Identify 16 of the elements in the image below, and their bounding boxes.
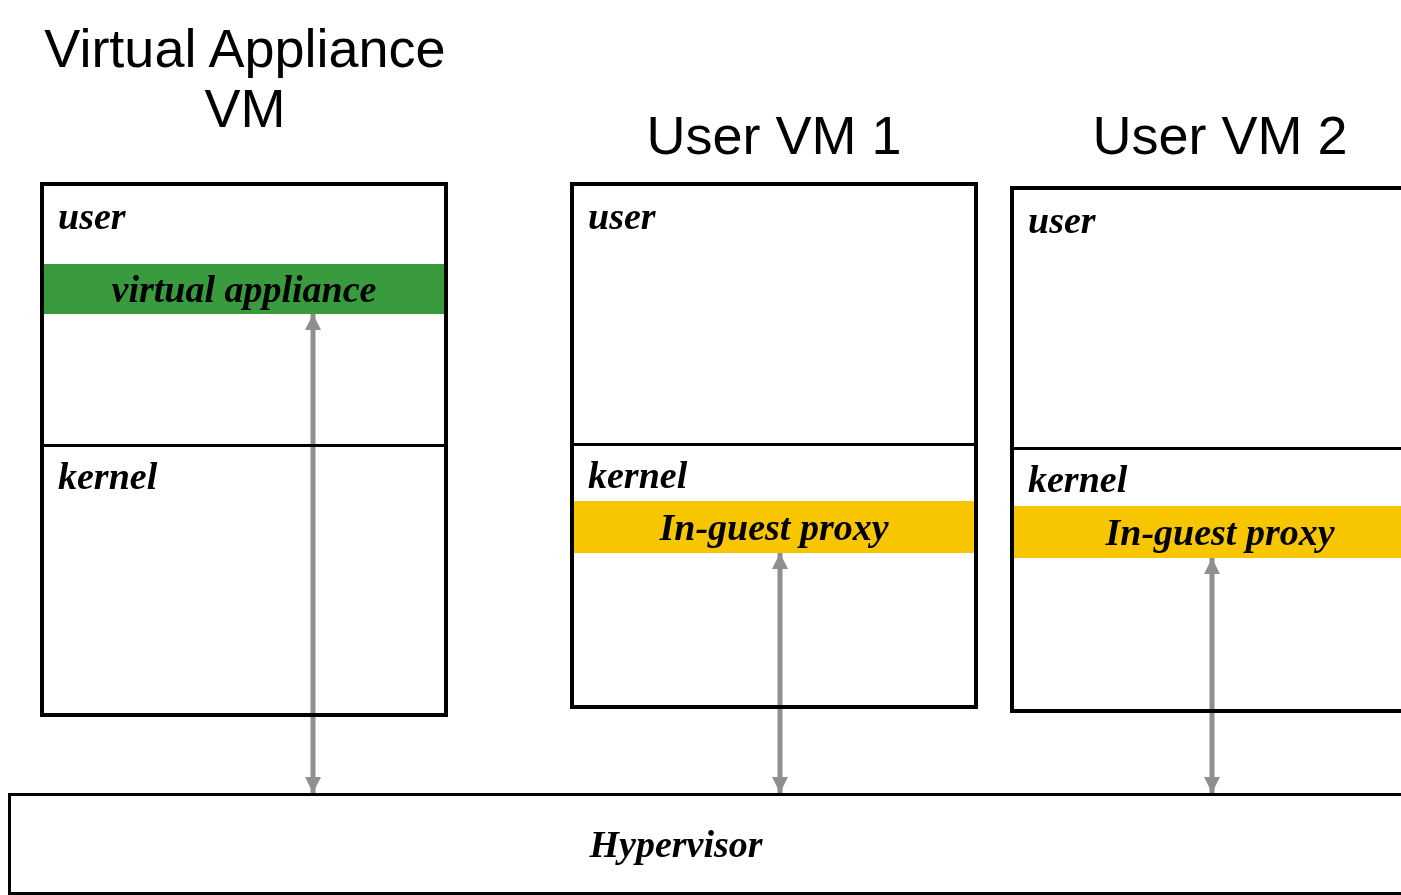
- region-label: user: [1028, 198, 1096, 242]
- region-label: kernel: [58, 454, 158, 498]
- component-bar: virtual appliance: [44, 264, 444, 314]
- region-label: kernel: [1028, 457, 1128, 501]
- region-label: user: [588, 194, 656, 238]
- region-label: user: [58, 194, 126, 238]
- vm-heading: User VM 1: [645, 104, 903, 165]
- region-label: kernel: [588, 453, 688, 497]
- vm-heading: User VM 2: [1091, 104, 1349, 165]
- component-bar: In-guest proxy: [574, 501, 974, 553]
- double-arrow: [305, 314, 321, 793]
- double-arrow: [1204, 558, 1220, 793]
- vm-heading: Virtual Appliance VM: [43, 17, 447, 138]
- double-arrow: [772, 553, 788, 793]
- component-bar: In-guest proxy: [1014, 506, 1401, 558]
- hypervisor-layer: Hypervisor: [8, 793, 1401, 895]
